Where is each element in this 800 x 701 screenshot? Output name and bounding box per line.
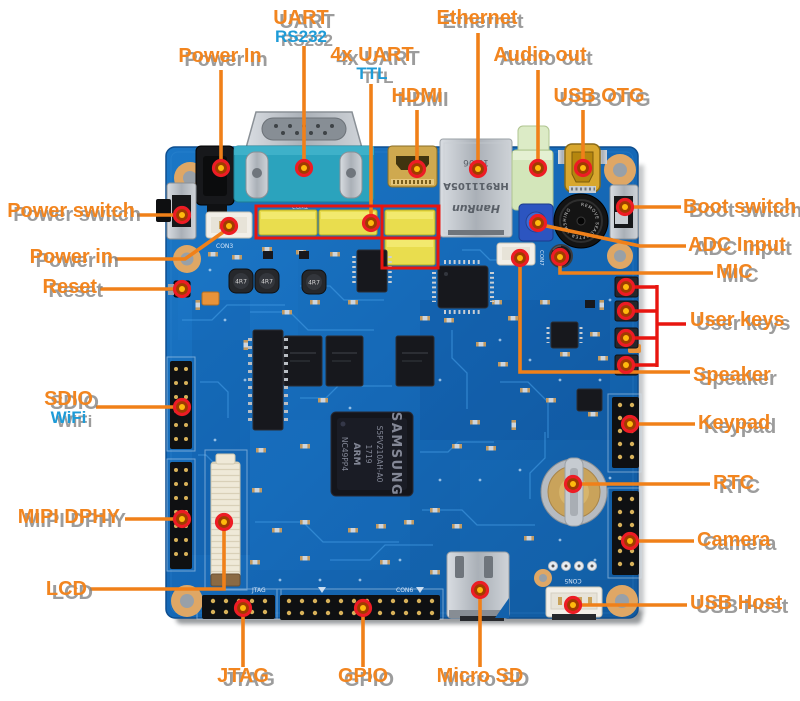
marker-lcd xyxy=(214,512,234,532)
line-lcd xyxy=(90,529,226,591)
marker-reset xyxy=(172,279,192,299)
marker-user-key-1 xyxy=(616,277,636,297)
marker-uart-ttl xyxy=(361,213,381,233)
line-power-in-left xyxy=(115,226,231,261)
marker-rtc xyxy=(563,474,583,494)
marker-mic xyxy=(550,247,570,267)
user-keys-bracket xyxy=(634,285,686,367)
silkscreen-boxes xyxy=(166,356,642,620)
marker-gpio xyxy=(353,598,373,618)
marker-speaker xyxy=(510,248,530,268)
ethernet-phy-chip xyxy=(432,260,494,314)
soc-code-text: NC49PP4 xyxy=(340,437,349,471)
marker-jtag xyxy=(233,598,253,618)
soc-chip: SAMSUNG S5PV210AH-A0 1719 ARM NC49PP4 xyxy=(330,411,414,497)
line-adc-input xyxy=(541,223,686,248)
marker-user-key-2 xyxy=(616,301,636,321)
marker-ethernet xyxy=(468,159,488,179)
ethernet-part-text: HR911105A xyxy=(443,180,509,191)
marker-power-switch xyxy=(172,205,192,225)
flash-chip xyxy=(248,329,288,431)
marker-usb-otg xyxy=(573,158,593,178)
ethernet-jack: 19 06 HR911105A HanRun xyxy=(439,138,513,238)
line-mic xyxy=(558,257,713,275)
marker-power-in-left xyxy=(219,216,239,236)
pcb-vias xyxy=(208,268,612,582)
silkscreen-con6: CON6 xyxy=(396,587,413,594)
line-speaker xyxy=(518,258,690,374)
svg-text:4R7: 4R7 xyxy=(235,279,247,286)
soc-part-text: S5PV210AH-A0 xyxy=(375,426,384,483)
ram-chips xyxy=(283,335,435,387)
marker-camera xyxy=(620,531,640,551)
inductors: 4R7 4R7 4R7 xyxy=(228,268,327,295)
marker-mipi-dphy xyxy=(172,509,192,529)
uart-ttl-connectors xyxy=(258,209,436,266)
silkscreen-jtag: JTAG xyxy=(251,587,266,594)
small-ics xyxy=(352,249,603,412)
soc-brand-text: SAMSUNG xyxy=(388,412,403,496)
marker-usb-host xyxy=(563,595,583,615)
uart-ttl-highlight-box xyxy=(254,204,441,270)
marker-sdio xyxy=(172,397,192,417)
solder-pads xyxy=(548,561,597,571)
annotation-lines xyxy=(90,33,713,667)
camera-header xyxy=(612,491,639,575)
marker-hdmi xyxy=(407,159,427,179)
silkscreen-com2: COM2 xyxy=(292,205,308,211)
marker-boot-switch xyxy=(615,197,635,217)
marker-audio-out xyxy=(528,158,548,178)
silkscreen-con7: CON7 xyxy=(538,250,544,266)
silkscreen-con5: CON5 xyxy=(564,577,581,584)
silkscreen-con3: CON3 xyxy=(216,243,233,250)
svg-text:4R7: 4R7 xyxy=(308,280,320,287)
marker-uart xyxy=(294,158,314,178)
marker-user-key-4 xyxy=(616,355,636,375)
soc-lot-text: 1719 xyxy=(364,444,373,463)
soc-arch-text: ARM xyxy=(351,443,361,466)
marker-keypad xyxy=(620,414,640,434)
svg-text:4R7: 4R7 xyxy=(261,279,273,286)
marker-power-in-top xyxy=(211,158,231,178)
marker-user-key-3 xyxy=(616,328,636,348)
ethernet-brand-text: HanRun xyxy=(452,202,500,215)
marker-adc-input xyxy=(528,213,548,233)
marker-micro-sd xyxy=(470,580,490,600)
